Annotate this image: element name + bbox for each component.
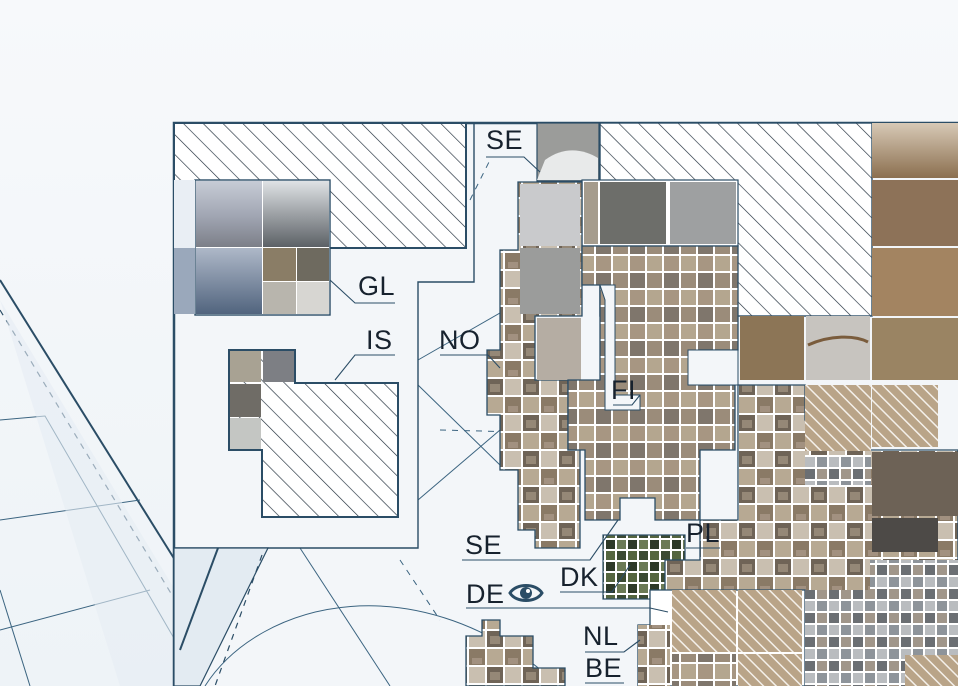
label-is[interactable]: IS: [366, 325, 393, 355]
label-se-top[interactable]: SE: [486, 125, 524, 155]
label-gl[interactable]: GL: [358, 271, 396, 301]
be-mosaic: [465, 619, 566, 686]
label-leaders: [329, 156, 720, 684]
north-photos: [581, 179, 739, 247]
greenland-photos: [174, 179, 331, 316]
se-top-tiles: [536, 122, 600, 182]
label-dk[interactable]: DK: [560, 562, 599, 592]
label-pl[interactable]: PL: [686, 518, 721, 548]
finland-mosaic: [567, 245, 739, 521]
label-no[interactable]: NO: [439, 325, 481, 355]
label-se-bottom[interactable]: SE: [465, 530, 503, 560]
corner-wedge: [173, 547, 269, 686]
germany-mosaic: [637, 589, 870, 686]
label-nl[interactable]: NL: [583, 621, 619, 651]
eye-icon[interactable]: [508, 580, 544, 606]
label-fi[interactable]: FI: [611, 375, 636, 405]
norway-inset-outline: [174, 123, 475, 549]
right-photos: [740, 123, 958, 380]
projection-lines-left: [0, 279, 176, 686]
iceland-block: [228, 349, 399, 518]
label-be[interactable]: BE: [585, 653, 623, 683]
scandinavia-mosaic: [486, 181, 583, 549]
label-de[interactable]: DE: [466, 579, 505, 609]
